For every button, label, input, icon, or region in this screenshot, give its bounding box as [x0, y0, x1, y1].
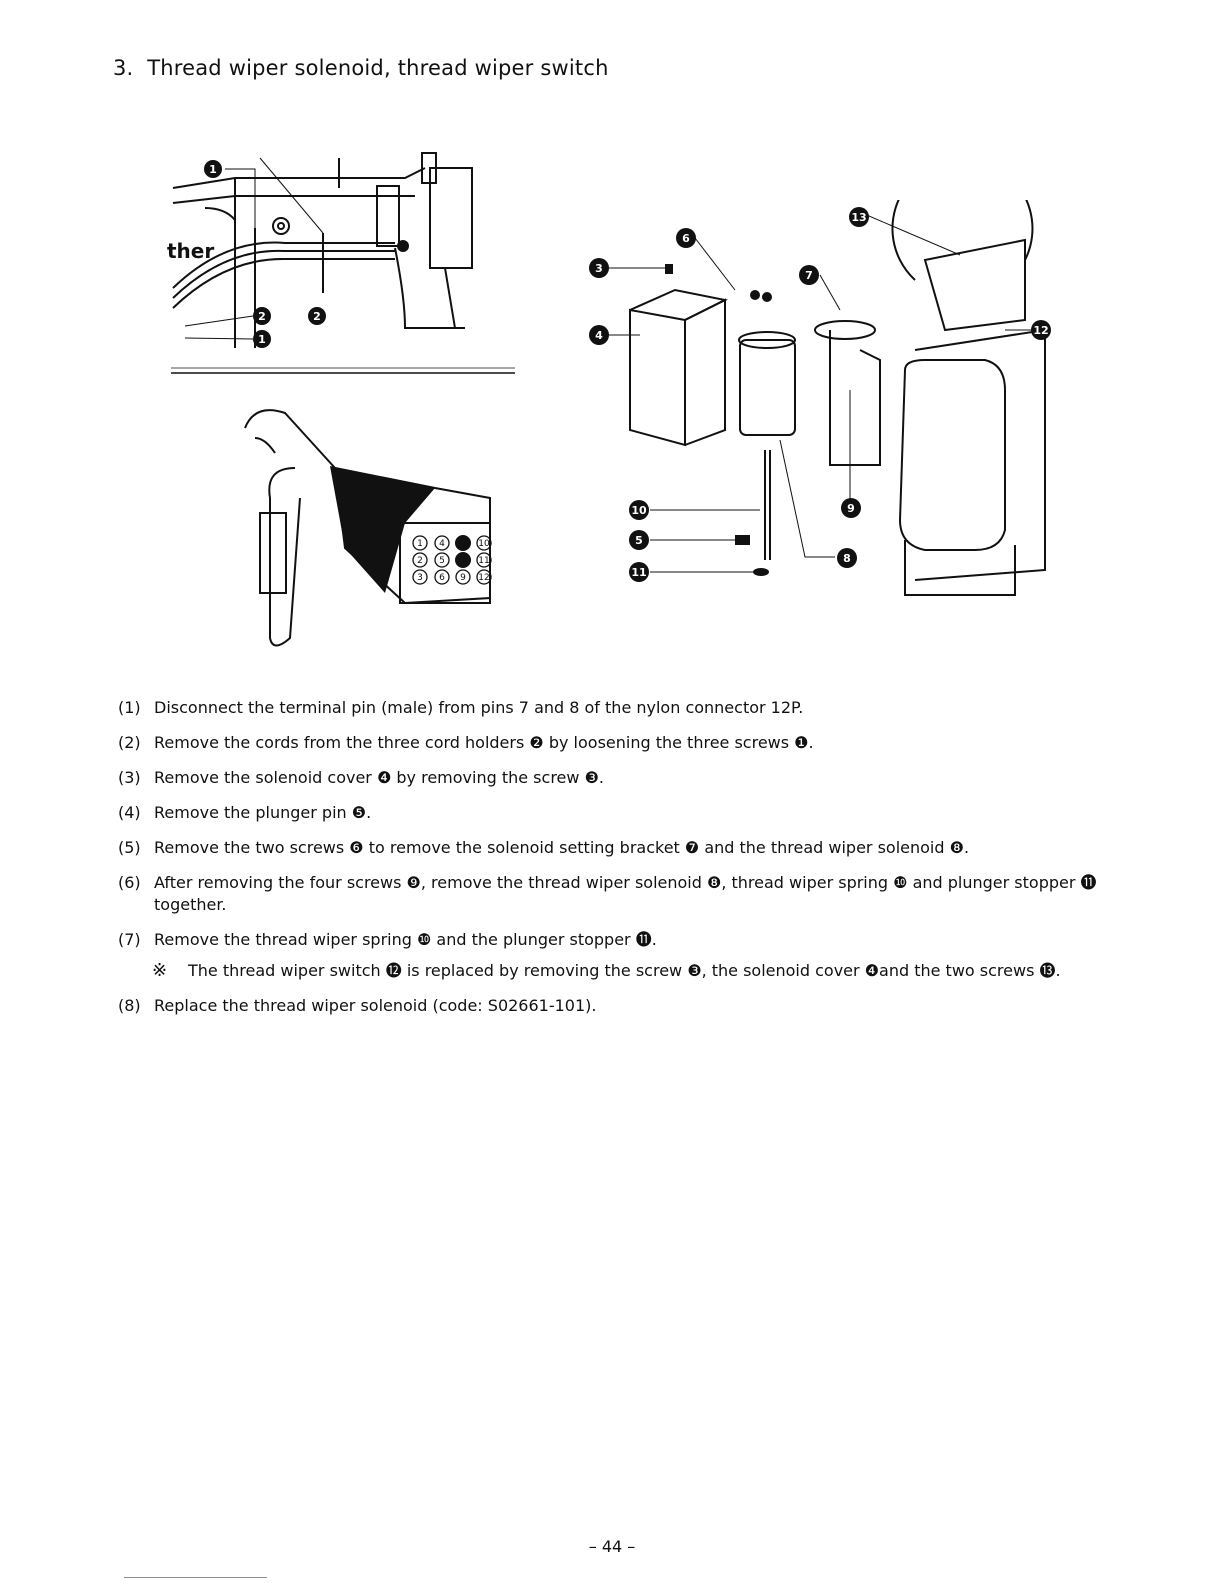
step-item: (7)Remove the thread wiper spring ❿ and …	[118, 930, 657, 949]
step-item: (4)Remove the plunger pin ❺.	[118, 803, 372, 822]
step-text: Remove the two screws ❻ to remove the so…	[154, 838, 970, 857]
figure3-label-screws-bracket: 6	[676, 228, 696, 248]
figure1-label-screw-top: 1	[204, 160, 222, 178]
svg-text:1: 1	[258, 333, 266, 346]
page-number: – 44 –	[588, 1537, 636, 1556]
brand-text: ther	[167, 239, 214, 263]
note-text: The thread wiper switch ⓬ is replaced by…	[188, 961, 1061, 980]
note-mark: ※	[152, 960, 168, 981]
figure1-label-screw-bottom: 1	[253, 330, 271, 348]
figure3-label-screw-cover: 3	[589, 258, 609, 278]
step-text: Remove the thread wiper spring ❿ and the…	[154, 930, 657, 949]
figure3-label-solenoid: 8	[837, 548, 857, 568]
svg-text:6: 6	[682, 232, 690, 245]
figure3-label-bracket: 7	[799, 265, 819, 285]
svg-text:9: 9	[460, 573, 466, 583]
svg-text:9: 9	[847, 502, 855, 515]
svg-text:6: 6	[439, 573, 445, 583]
svg-text:5: 5	[635, 534, 643, 547]
svg-text:12: 12	[478, 573, 489, 583]
step-text: Disconnect the terminal pin (male) from …	[154, 698, 804, 717]
svg-text:2: 2	[417, 556, 423, 566]
svg-text:10: 10	[631, 504, 647, 517]
figure3-label-switch: 12	[1031, 320, 1051, 340]
machine-arm-illustration: ther 1 2 2 1	[165, 148, 525, 383]
figure3-label-cover: 4	[589, 325, 609, 345]
svg-text:2: 2	[258, 310, 266, 323]
svg-text:3: 3	[417, 573, 423, 583]
figure3-label-plunger-pin: 5	[629, 530, 649, 550]
figure1-label-holder-right: 2	[308, 307, 326, 325]
step-text: After removing the four screws ❾, remove…	[154, 873, 1097, 914]
svg-text:12: 12	[1033, 324, 1048, 337]
svg-text:1: 1	[209, 163, 217, 176]
procedure-steps: (1)Disconnect the terminal pin (male) fr…	[118, 697, 1118, 1030]
step-item: (5)Remove the two screws ❻ to remove the…	[118, 838, 970, 857]
divider	[124, 1577, 267, 1578]
step-item: (6)After removing the four screws ❾, rem…	[118, 873, 1097, 914]
connector-pin-grid: 1 4 10 2 5 11 3 6 9 12	[412, 535, 492, 585]
svg-text:10: 10	[478, 539, 490, 549]
step-text: Remove the plunger pin ❺.	[154, 803, 372, 822]
figure1-label-holder-left: 2	[253, 307, 271, 325]
solenoid-exploded-illustration: 13 6 3 7 4 12 10 9 5 11 8	[585, 200, 1055, 615]
svg-text:13: 13	[851, 211, 866, 224]
section-title: 3. Thread wiper solenoid, thread wiper s…	[113, 56, 609, 80]
step-item: (1)Disconnect the terminal pin (male) fr…	[118, 698, 804, 717]
section-heading: Thread wiper solenoid, thread wiper swit…	[147, 56, 609, 80]
svg-text:4: 4	[595, 329, 603, 342]
step-item: (2)Remove the cords from the three cord …	[118, 733, 814, 752]
figure3-label-screws-four: 9	[841, 498, 861, 518]
step-text: Remove the solenoid cover ❹ by removing …	[154, 768, 604, 787]
step-text: Remove the cords from the three cord hol…	[154, 733, 814, 752]
step-item: (8)Replace the thread wiper solenoid (co…	[118, 996, 597, 1015]
section-number: 3.	[113, 56, 134, 80]
svg-text:11: 11	[478, 556, 489, 566]
figure3-label-screw-switch: 13	[849, 207, 869, 227]
svg-text:11: 11	[631, 566, 646, 579]
figure3-label-stopper: 11	[629, 562, 649, 582]
svg-text:4: 4	[439, 539, 445, 549]
step-item: (3)Remove the solenoid cover ❹ by removi…	[118, 768, 604, 787]
svg-text:5: 5	[439, 556, 445, 566]
connector-12p-illustration: 1 4 10 2 5 11 3 6 9 12	[235, 398, 500, 653]
svg-text:7: 7	[805, 269, 813, 282]
svg-text:8: 8	[843, 552, 851, 565]
figure3-label-spring: 10	[629, 500, 649, 520]
step-text: Replace the thread wiper solenoid (code:…	[154, 996, 597, 1015]
svg-text:2: 2	[313, 310, 321, 323]
svg-text:3: 3	[595, 262, 603, 275]
note: ※ The thread wiper switch ⓬ is replaced b…	[118, 960, 1118, 982]
svg-text:1: 1	[417, 539, 423, 549]
